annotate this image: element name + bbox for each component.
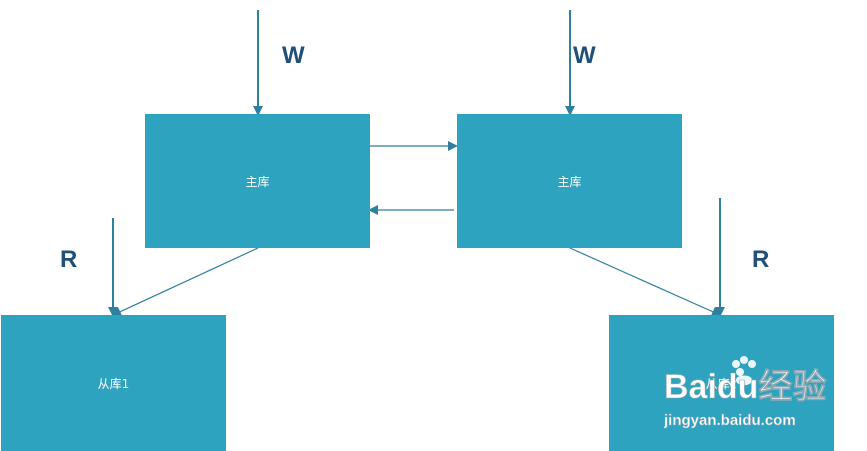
- write-label-right: W: [573, 42, 596, 69]
- slave-db-1-label: 从库1: [97, 376, 130, 391]
- slave-db-2: 从库2: [609, 315, 834, 451]
- write-label-left: W: [282, 42, 305, 69]
- master-db-right-label: 主库: [557, 174, 582, 189]
- slave-db-2-label: 从库2: [705, 376, 738, 391]
- master-to-slave-1-arrow: [111, 247, 259, 317]
- slave-db-1: 从库1: [1, 315, 226, 451]
- read-label-right: R: [752, 246, 770, 273]
- master-db-left: 主库: [145, 114, 370, 248]
- master-to-slave-2-arrow: [569, 247, 722, 317]
- master-db-right: 主库: [457, 114, 682, 248]
- master-db-left-label: 主库: [245, 174, 270, 189]
- read-label-left: R: [60, 246, 78, 273]
